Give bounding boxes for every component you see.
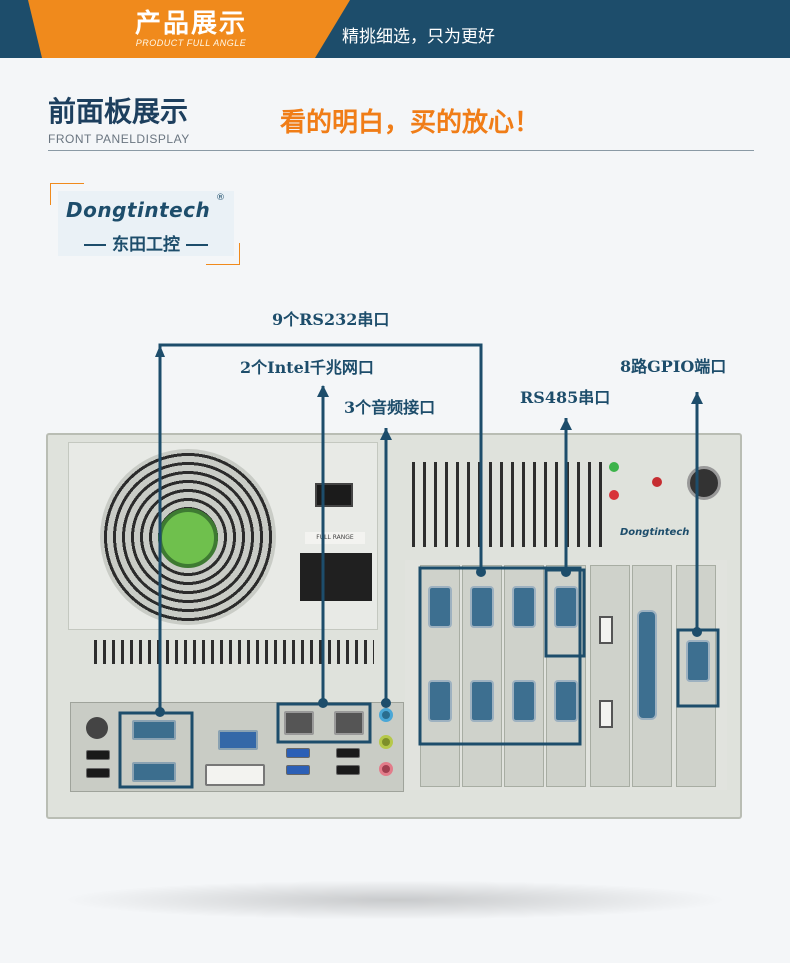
callout-intel-lan: 2个Intel千兆网口 <box>240 358 374 377</box>
rs485-arrow-icon <box>560 418 572 430</box>
rs485-card-port <box>554 586 578 628</box>
db25-parallel-port <box>637 610 657 720</box>
ac-power-socket <box>300 553 372 601</box>
audio-line-in-jack <box>379 708 393 722</box>
rs232-card-port <box>470 680 494 722</box>
lower-vent <box>94 640 374 664</box>
expansion-slot <box>590 565 630 787</box>
chassis-shadow <box>60 880 730 920</box>
banner-subtitle: PRODUCT FULL ANGLE <box>135 38 247 48</box>
logo-registered-mark: ® <box>216 193 225 203</box>
rs232-card-port <box>428 680 452 722</box>
lan-port <box>334 711 364 735</box>
usb3-port <box>286 748 310 758</box>
fan-hub <box>158 508 218 568</box>
banner-title: 产品展示 <box>134 9 247 39</box>
section-divider <box>48 150 754 151</box>
callout-audio: 3个音频接口 <box>344 398 436 417</box>
rs232-card-dot <box>476 567 486 577</box>
rs232-card-port <box>428 586 452 628</box>
rs232-card-port <box>470 586 494 628</box>
lan-highlight <box>276 702 372 744</box>
usb-port-vertical <box>599 700 613 728</box>
rs232-callout-line <box>158 343 483 712</box>
rs232-card-port <box>512 586 536 628</box>
usb-port <box>336 748 360 758</box>
power-button <box>687 466 721 500</box>
callout-rs232: 9个RS232串口 <box>272 310 390 329</box>
gpio-dot <box>692 627 702 637</box>
banner-orange-tab <box>28 0 350 58</box>
rs485-dot <box>561 567 571 577</box>
usb3-port <box>286 765 310 775</box>
rs232-port-io <box>132 762 176 782</box>
usb-port <box>86 768 110 778</box>
lan-dot <box>318 698 328 708</box>
ps2-port <box>86 717 108 739</box>
gpio-highlight <box>676 628 720 708</box>
vga-port <box>218 730 258 750</box>
section-subtitle: FRONT PANELDISPLAY <box>48 132 190 146</box>
lan-arrow-icon <box>317 385 329 397</box>
audio-dot <box>381 698 391 708</box>
callout-rs485: RS485串口 <box>520 388 611 407</box>
logo-corner-bottom-right <box>206 243 240 265</box>
power-led-indicator <box>609 462 619 472</box>
upper-right-vent <box>412 462 604 547</box>
gpio-arrow-icon <box>691 392 703 404</box>
rs232-card-port <box>512 680 536 722</box>
gpio-port <box>686 640 710 682</box>
rs485-highlight <box>544 568 586 658</box>
usb-port <box>336 765 360 775</box>
section-title: 前面板展示 <box>48 95 189 128</box>
usb-port-vertical <box>599 616 613 644</box>
logo-brand-name: Dongtintech <box>66 198 211 222</box>
banner-slogan: 精挑细选，只为更好 <box>342 27 495 47</box>
psu-power-switch <box>315 483 353 507</box>
callout-gpio: 8路GPIO端口 <box>620 357 727 376</box>
rs232-port-io <box>132 720 176 740</box>
logo-chinese-name: 东田工控 <box>66 230 226 255</box>
rs232-arrow-icon <box>155 345 165 357</box>
psu-label: FULL RANGE <box>305 532 365 544</box>
usb-port <box>86 750 110 760</box>
top-banner: 产品展示 PRODUCT FULL ANGLE 精挑细选，只为更好 <box>0 0 790 58</box>
rs232-io-highlight <box>118 711 194 789</box>
dvi-port <box>205 764 265 786</box>
rs232-io-dot <box>155 707 165 717</box>
section-slogan: 看的明白，买的放心！ <box>280 108 541 138</box>
audio-mic-jack <box>379 762 393 776</box>
hdd-led-indicator <box>609 490 619 500</box>
front-panel-brand: Dongtintech <box>620 527 690 538</box>
audio-line-out-jack <box>379 735 393 749</box>
lan-port <box>284 711 314 735</box>
audio-arrow-icon <box>380 428 392 440</box>
rs485-card-port <box>554 680 578 722</box>
logo-corner-top-left <box>50 183 84 205</box>
reset-button <box>652 477 662 487</box>
